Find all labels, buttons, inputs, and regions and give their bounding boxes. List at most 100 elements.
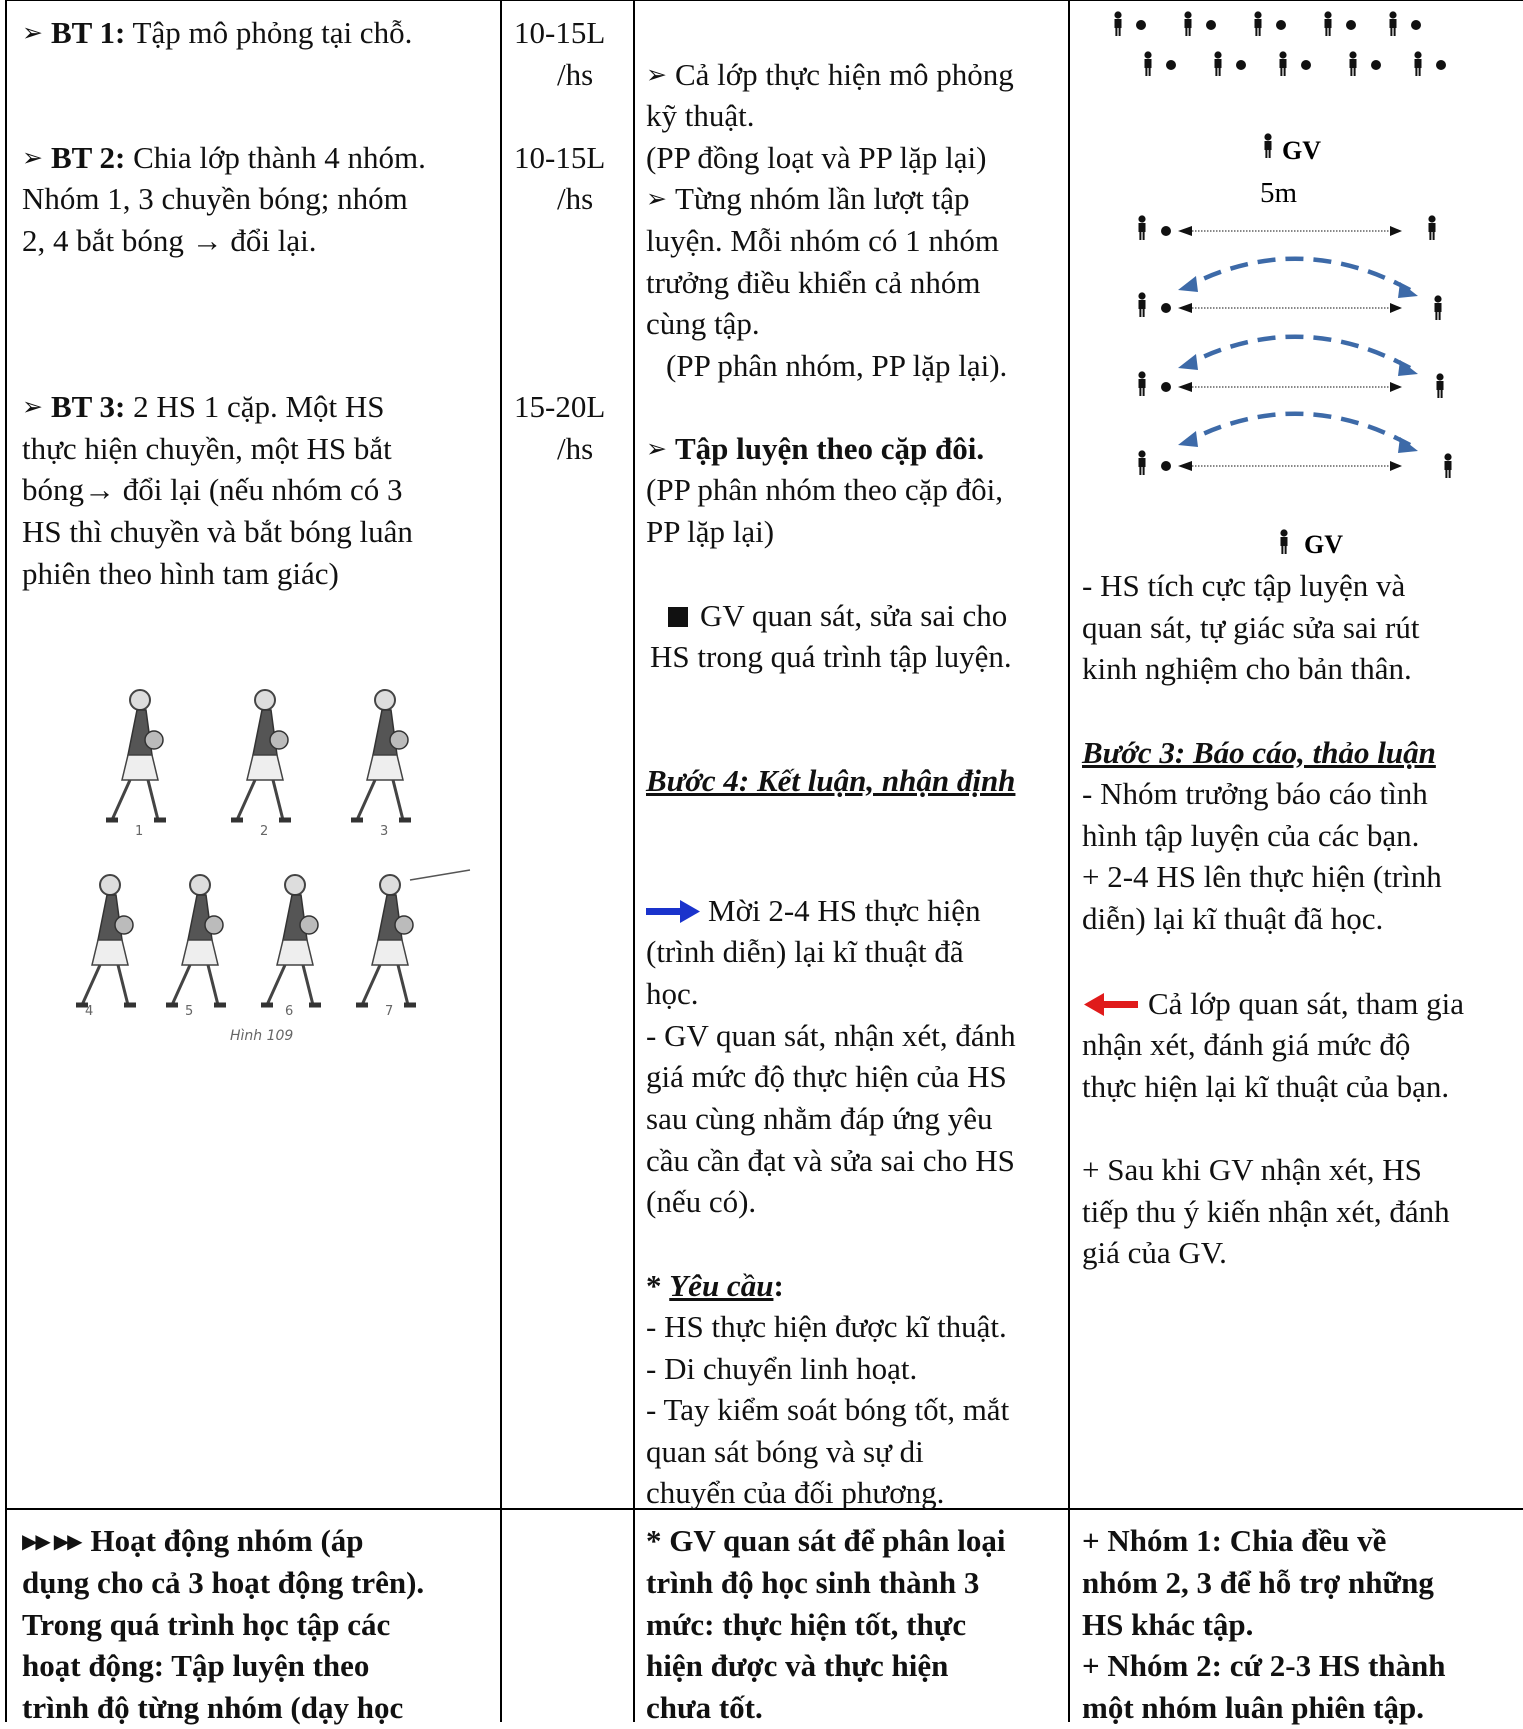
c3-text: GV quan sát, sửa sai cho [700,598,1008,633]
c3-line-25: quan sát bóng và sự di [646,1434,924,1469]
c4-line-5: hình tập luyện của các bạn. [1082,818,1420,853]
c4-line-7: diễn) lại kĩ thuật đã học. [1082,901,1384,936]
c4-line-2: quan sát, tự giác sửa sai rút [1082,610,1420,645]
c3-line-1: ➢Cả lớp thực hiện mô phỏng [646,54,1014,98]
c3-line-5: luyện. Mỗi nhóm có 1 nhóm [646,223,1000,258]
teacher-marker-2: GV [1280,529,1343,559]
bt2-text-2: Nhóm 1, 3 chuyền bóng; nhóm [22,181,408,216]
c3-line-14: Mời 2-4 HS thực hiện [646,890,981,932]
c4-line-6: + 2-4 HS lên thực hiện (trình [1082,859,1442,894]
c4-line-10: thực hiện lại kĩ thuật của bạn. [1082,1069,1450,1104]
b1-line-3: Trong quá trình học tập các [22,1607,391,1642]
b1-line-4: hoạt động: Tập luyện theo [22,1648,370,1683]
c3-line-13: HS trong quá trình tập luyện. [650,639,1012,674]
c4-text: Cả lớp quan sát, tham gia [1148,986,1464,1021]
c3-line-20: cầu cần đạt và sửa sai cho HS [646,1143,1015,1178]
bullet-triangle-icon: ➢ [646,184,667,213]
b3-line-3: mức: thực hiện tốt, thực [646,1607,967,1642]
bt1-text: Tập mô phỏng tại chỗ. [125,15,413,50]
requirements-heading: * Yêu cầu: [646,1265,784,1307]
c3-line-2: kỹ thuật. [646,98,755,133]
bullet-triangle-icon: ➢ [646,60,667,89]
distance-label: 5m [1260,177,1298,209]
c3-line-22: - HS thực hiện được kĩ thuật. [646,1309,1007,1344]
bullet-triangle-icon: ➢ [646,434,667,463]
formation-diagram: GV 5m [1070,0,1523,560]
reps-1a: 10-15L [514,15,606,50]
bt1-line: ➢BT 1: Tập mô phỏng tại chỗ. [22,12,412,56]
c3-text: Tập luyện theo cặp đôi. [674,431,985,466]
bullet-triangle-icon: ➢ [22,392,43,421]
figure-number: 4 [85,1004,93,1019]
bt3-text-3: bóng→ đổi lại (nếu nhóm có 3 [22,472,403,507]
b3-line-1: * GV quan sát để phân loại [646,1523,1006,1558]
c4-line-12: tiếp thu ý kiến nhận xét, đánh [1082,1194,1450,1229]
c3-line-16: học. [646,976,699,1011]
bt2-label: BT 2: [50,140,126,175]
bt3-text-5: phiên theo hình tam giác) [22,556,339,591]
c3-line-11: PP lặp lại) [646,514,775,549]
pass-pair-1 [1138,215,1436,240]
double-play-icon: ▶▶ ▶▶ [22,1529,82,1553]
b1-line-1: ▶▶ ▶▶Hoạt động nhóm (áp [22,1520,364,1566]
bt2-text: Chia lớp thành 4 nhóm. [125,140,426,175]
figure-number: 2 [260,824,268,839]
req-colon: : [773,1268,784,1303]
row-divider [5,1508,1523,1510]
red-arrow-icon [1084,993,1138,1016]
reps-3a: 15-20L [514,389,606,424]
c3-line-7: cùng tập. [646,306,760,341]
b4-line-3: HS khác tập. [1082,1607,1254,1642]
bt3-text-2: thực hiện chuyền, một HS bắt [22,431,392,466]
reps-3b: /hs [557,431,594,466]
c3-line-19: sau cùng nhằm đáp ứng yêu [646,1101,993,1136]
c3-line-3: (PP đồng loạt và PP lặp lại) [646,140,987,175]
bt1-label: BT 1: [50,15,126,50]
c3-line-10: (PP phân nhóm theo cặp đôi, [646,472,1004,507]
c4-line-1: - HS tích cực tập luyện và [1082,568,1406,603]
column-divider-2 [633,0,635,1722]
reps-2b: /hs [557,181,594,216]
c3-line-6: trưởng điều khiển cả nhóm [646,265,981,300]
c3-text: Mời 2-4 HS thực hiện [708,893,981,928]
c3-line-17: - GV quan sát, nhận xét, đánh [646,1018,1016,1053]
table-border-left [5,0,7,1722]
bt3-text: 2 HS 1 cặp. Một HS [125,389,385,424]
step4-heading: Bước 4: Kết luận, nhận định [646,763,1016,798]
c4-line-4: - Nhóm trưởng báo cáo tình [1082,776,1428,811]
bt3-label: BT 3: [50,389,126,424]
c4-line-13: giá của GV. [1082,1235,1227,1270]
formation-row-2 [1144,51,1446,76]
column-divider-1 [500,0,502,1722]
c4-line-8: Cả lớp quan sát, tham gia [1082,983,1464,1025]
bullet-triangle-icon: ➢ [22,18,43,47]
bullet-triangle-icon: ➢ [22,143,43,172]
column-divider-3 [1068,0,1070,1722]
c3-line-26: chuyển của đối phương. [646,1475,945,1510]
c3-line-23: - Di chuyển linh hoạt. [646,1351,918,1386]
gv-label: GV [1282,136,1321,165]
req-label: Yêu cầu [669,1268,774,1303]
formation-row-1 [1114,11,1421,36]
bt2-line: ➢BT 2: Chia lớp thành 4 nhóm. [22,137,426,181]
req-star: * [646,1268,670,1303]
c3-line-18: giá mức độ thực hiện của HS [646,1059,1007,1094]
pass-pair-4 [1138,411,1452,478]
figure-illustration: 1 2 3 4 5 6 7 Hình 109 [20,675,471,1044]
figure-number: 3 [380,824,388,839]
c3-text: Từng nhóm lần lượt tập [674,181,970,216]
c3-line-9: ➢Tập luyện theo cặp đôi. [646,428,984,472]
b4-line-4: + Nhóm 2: cứ 2-3 HS thành [1082,1648,1446,1683]
passing-technique-figure: 1 2 3 4 5 6 7 Hình 109 [20,675,490,1055]
bt2-text-3: 2, 4 bắt bóng → đổi lại. [22,223,317,258]
c4-line-9: nhận xét, đánh giá mức độ [1082,1027,1411,1062]
c3-line-21: (nếu có). [646,1184,757,1219]
bt3-line: ➢BT 3: 2 HS 1 cặp. Một HS [22,386,385,430]
figure-number: 6 [285,1004,293,1019]
bt3-text-4: HS thì chuyền và bắt bóng luân [22,514,413,549]
blue-arrow-icon [646,900,700,923]
reps-1b: /hs [557,57,594,92]
teacher-marker-1: GV [1264,133,1321,165]
pass-pair-2 [1138,256,1442,320]
c4-line-11: + Sau khi GV nhận xét, HS [1082,1152,1422,1187]
